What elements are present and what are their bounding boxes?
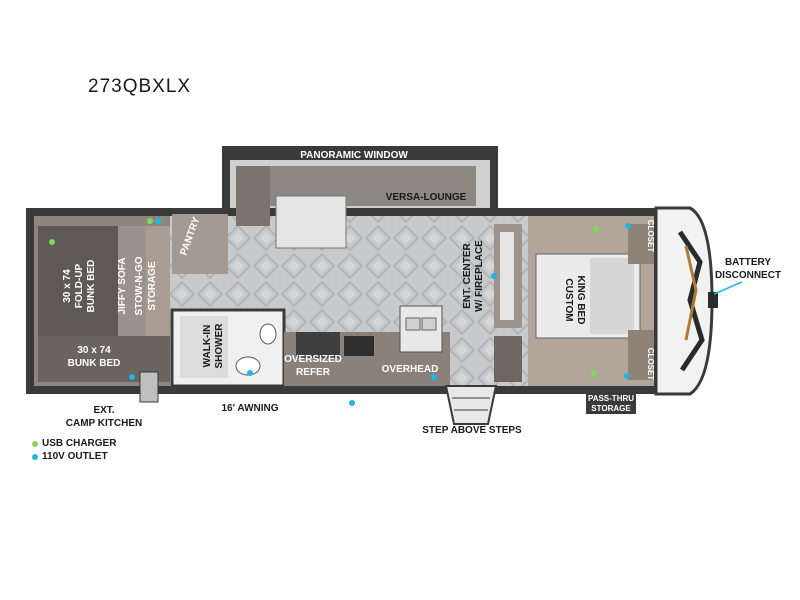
outlet-dot	[247, 370, 253, 376]
bath-area	[170, 214, 286, 388]
usb-charger-dot	[593, 226, 599, 232]
camp-kitchen-label-2: CAMP KITCHEN	[66, 418, 142, 429]
legend-usb: USB CHARGER	[32, 437, 116, 450]
outlet-dot	[431, 374, 437, 380]
outlet-dot	[129, 374, 135, 380]
ent-center-label-2: W/ FIREPLACE	[474, 240, 485, 312]
camp-kitchen-label-1: EXT.	[93, 405, 114, 416]
refer-label-2: REFER	[296, 367, 331, 378]
outlet-dot	[491, 273, 497, 279]
pass-thru-label-2: STORAGE	[591, 404, 631, 413]
battery-arrow	[713, 281, 743, 295]
usb-charger-dots	[49, 218, 599, 376]
usb-dot-icon	[32, 440, 38, 447]
outlet-dot-icon	[32, 453, 38, 460]
battery-disconnect-label-1: BATTERY	[725, 257, 771, 268]
usb-charger-dot	[147, 218, 153, 224]
walk-in-shower-label-2: SHOWER	[214, 323, 225, 369]
outlet-dot	[625, 223, 631, 229]
legend-outlet: 110V OUTLET	[32, 450, 116, 463]
fold-up-bunk-label-1: 30 x 74	[62, 269, 73, 303]
bunk-bed-label-1: 30 x 74	[77, 345, 111, 356]
fold-up-bunk-label-2: FOLD-UP	[74, 263, 85, 308]
entertainment-center	[494, 224, 522, 382]
versa-lounge	[236, 166, 476, 249]
panoramic-window-label: PANORAMIC WINDOW	[300, 150, 408, 161]
ent-center-label-1: ENT. CENTER	[462, 242, 473, 308]
versa-lounge-label: VERSA-LOUNGE	[386, 192, 467, 203]
legend-outlet-label: 110V OUTLET	[42, 451, 108, 462]
bunk-bed-label-2: BUNK BED	[68, 358, 121, 369]
legend-usb-label: USB CHARGER	[42, 438, 117, 449]
walk-in-shower-label-1: WALK-IN	[202, 325, 213, 368]
outlet-dot	[624, 373, 630, 379]
usb-charger-dot	[49, 239, 55, 245]
battery-disconnect-label-2: DISCONNECT	[715, 270, 781, 281]
bedroom	[528, 216, 654, 386]
pass-thru-label-1: PASS-THRU	[588, 394, 634, 403]
pass-thru-storage-box	[586, 392, 636, 414]
stow-n-go-label-2: STORAGE	[147, 261, 158, 311]
closet-bottom-label: CLOSET	[646, 348, 655, 381]
overhead-label: OVERHEAD	[382, 364, 439, 375]
outlet-dot	[349, 400, 355, 406]
entry-steps	[444, 385, 498, 425]
outlet-dot	[155, 218, 161, 224]
jiffy-sofa-label: JIFFY SOFA	[117, 257, 128, 314]
outlet-dots	[129, 218, 631, 406]
bunk-room	[34, 216, 170, 403]
fold-up-bunk-label-3: BUNK BED	[86, 260, 97, 313]
legend: USB CHARGER 110V OUTLET	[32, 437, 116, 463]
closet-top-label: CLOSET	[646, 220, 655, 253]
usb-charger-dot	[591, 370, 597, 376]
king-bed-label-2: KING BED	[575, 276, 586, 325]
king-bed-label-1: CUSTOM	[563, 278, 574, 321]
model-name: 273QBXLX	[88, 76, 192, 97]
stow-n-go-label-1: STOW-N-GO	[134, 256, 145, 315]
awning-label: 16' AWNING	[221, 403, 278, 414]
refer-label-1: OVERSIZED	[284, 354, 342, 365]
step-above-steps-label: STEP ABOVE STEPS	[422, 425, 522, 436]
